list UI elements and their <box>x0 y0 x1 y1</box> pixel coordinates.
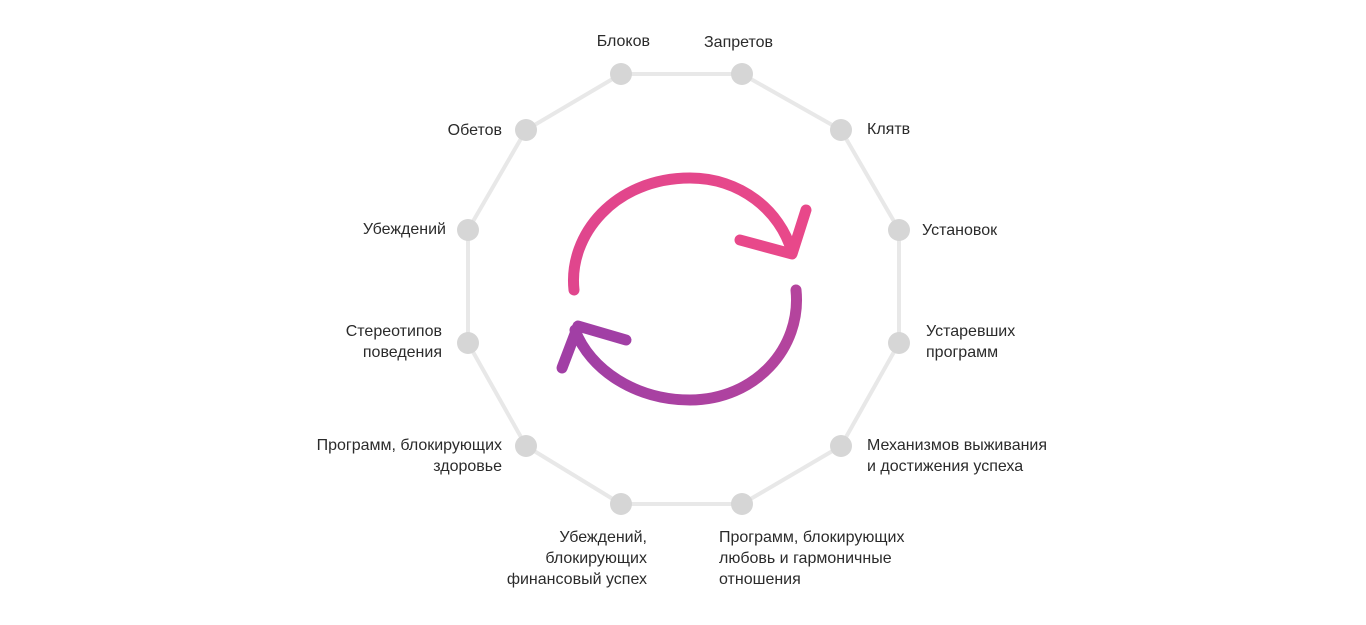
label-finansy: Убеждений, блокирующих финансовый успех <box>506 529 647 588</box>
label-blokov: Блоков <box>596 33 650 50</box>
label-mehanizmov: Механизмов выживания и достижения успеха <box>867 437 1048 475</box>
label-klyatv: Клятв <box>867 121 911 138</box>
label-zapretov: Запретов <box>704 34 774 51</box>
label-stereotipov: Стереотипов поведения <box>345 323 442 361</box>
node-stereotipov <box>457 332 479 354</box>
node-lyubov <box>731 493 753 515</box>
node-ustarevshih <box>888 332 910 354</box>
arrow-top-arc <box>568 172 798 296</box>
node-zapretov <box>731 63 753 85</box>
node-ubezhdeniy <box>457 219 479 241</box>
label-zdorovie: Программ, блокирующих здоровье <box>316 437 502 475</box>
label-obetov: Обетов <box>447 122 502 139</box>
node-klyatv <box>830 119 852 141</box>
node-zdorovie <box>515 435 537 457</box>
node-obetov <box>515 119 537 141</box>
node-finansy <box>610 493 632 515</box>
label-ustarevshih: Устаревших программ <box>926 323 1016 361</box>
arrow-bottom-head <box>556 320 632 374</box>
node-mehanizmov <box>830 435 852 457</box>
label-ubezhdeniy: Убеждений <box>362 221 446 238</box>
node-blokov <box>610 63 632 85</box>
arrow-top-head <box>734 204 812 260</box>
refresh-cycle-icon <box>556 172 812 406</box>
node-ustanovok <box>888 219 910 241</box>
label-ustanovok: Установок <box>922 222 998 239</box>
label-lyubov: Программ, блокирующих любовь и гармоничн… <box>719 529 905 588</box>
arrow-bottom-arc <box>569 284 802 406</box>
